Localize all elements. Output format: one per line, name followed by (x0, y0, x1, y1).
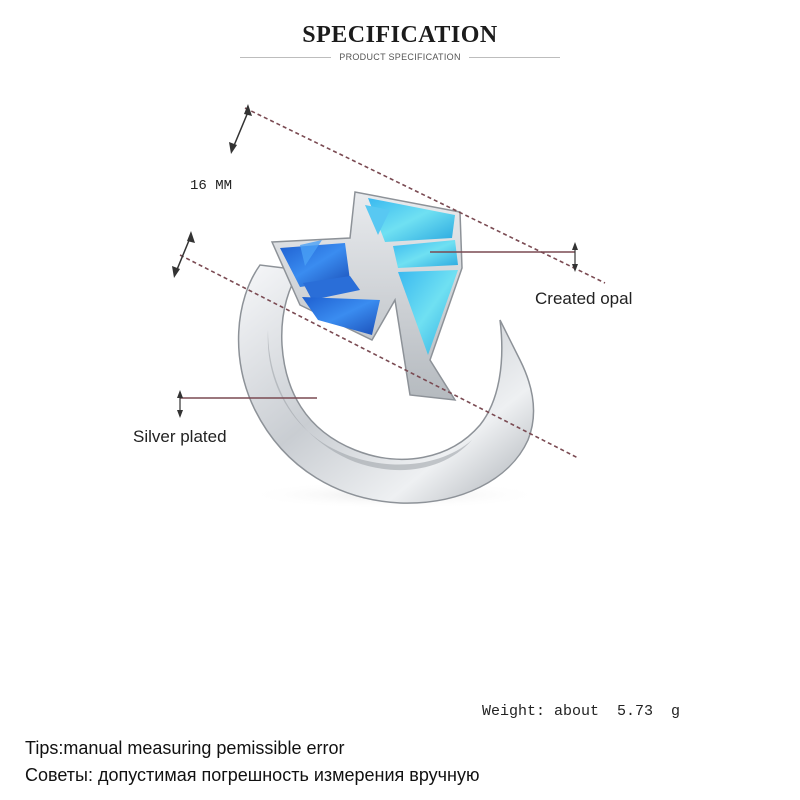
opal-left-bottom (302, 297, 380, 335)
ring-band-outer (237, 264, 535, 504)
dimension-guide-top (244, 107, 606, 284)
ring-band-inner (267, 330, 472, 471)
metal-label: Silver plated (133, 427, 227, 446)
subtitle-divider-right (468, 56, 561, 58)
dimension-arrow-bottom (175, 237, 191, 273)
subtitle-row: PRODUCT SPECIFICATION (240, 50, 561, 64)
dimension-arrow-top (232, 111, 249, 149)
tips-english: Tips:manual measuring pemissible error (25, 738, 345, 758)
opal-right-mid (393, 240, 458, 268)
callout-arrow-silver-down (177, 410, 183, 418)
opal-left-mid (303, 276, 360, 300)
arrowhead-bottom-lower (172, 266, 180, 278)
arrowhead-top-lower (229, 142, 237, 154)
dimension-guide-bottom (179, 254, 579, 459)
opal-left-top (280, 243, 350, 287)
callout-arrow-opal-up (572, 242, 578, 250)
opal-right-bottom (398, 270, 458, 355)
arrowhead-top-upper (244, 104, 252, 116)
arrowhead-bottom-upper (187, 231, 195, 243)
opal-right-top (368, 198, 455, 242)
size-label: 16 MM (190, 178, 233, 194)
callout-arrow-opal-down (572, 264, 578, 272)
tips-russian: Советы: допустимая погрешность измерения… (25, 765, 480, 785)
callout-arrow-silver-up (177, 390, 183, 398)
opal-right-tip (365, 205, 390, 235)
page-title: SPECIFICATION (302, 22, 498, 48)
subtitle-divider-left (240, 56, 332, 58)
stone-label: Created opal (535, 289, 633, 308)
weight-text: Weight: about 5.73 g (482, 703, 681, 720)
opal-left-tip (300, 240, 322, 266)
page-subtitle: PRODUCT SPECIFICATION (339, 52, 461, 62)
